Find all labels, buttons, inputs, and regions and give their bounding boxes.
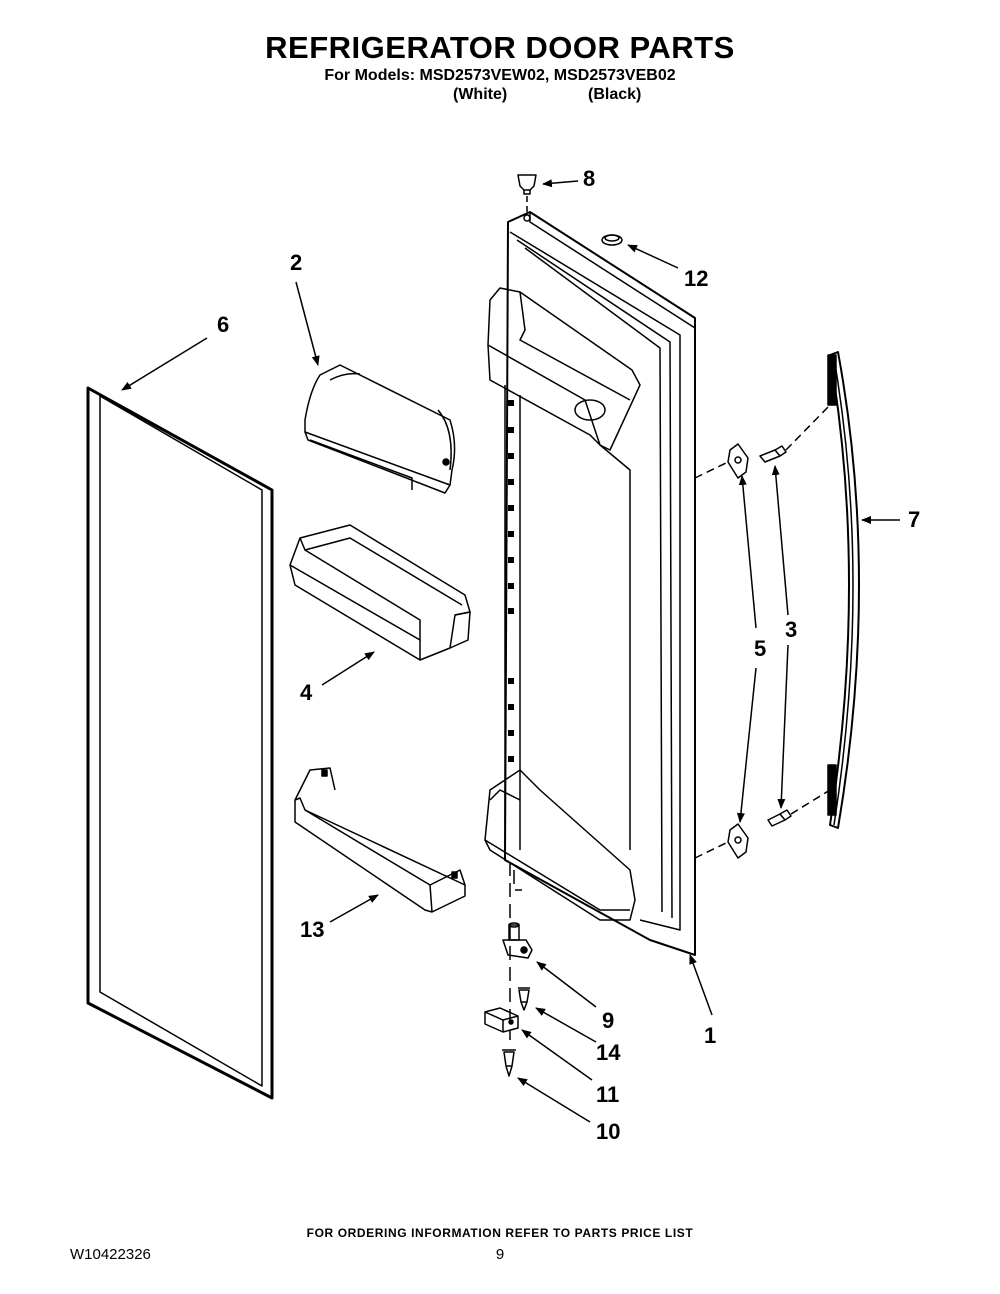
- callout-1: 1: [704, 1023, 716, 1048]
- callout-4: 4: [300, 680, 313, 705]
- hinge-assembly-axis: [509, 862, 522, 1040]
- door-shelf-part-13: [294, 767, 466, 913]
- callout-12: 12: [684, 266, 708, 291]
- page-title: REFRIGERATOR DOOR PARTS: [265, 30, 735, 65]
- screw-part-14: [518, 987, 530, 1011]
- leader-arrows: [121, 179, 900, 1123]
- callout-labels: 8 12 2 6 7 5 3 4 13 9 1 14 11 10: [217, 166, 920, 1144]
- callout-7: 7: [908, 507, 920, 532]
- hinge-block-part-11: [484, 1007, 519, 1033]
- callout-10: 10: [596, 1119, 620, 1144]
- door-bin-part-4: [289, 524, 471, 661]
- callout-13: 13: [300, 917, 324, 942]
- door-liner-part-1: [484, 211, 696, 956]
- callout-9: 9: [602, 1008, 614, 1033]
- handle-screw-part-3-lower: [767, 809, 792, 827]
- callout-5: 5: [754, 636, 766, 661]
- handle-clip-part-5-upper: [727, 443, 749, 479]
- dairy-door-part-2: [304, 364, 456, 494]
- callout-6: 6: [217, 312, 229, 337]
- document-number: W10422326: [70, 1246, 151, 1263]
- ordering-note: FOR ORDERING INFORMATION REFER TO PARTS …: [306, 1226, 694, 1240]
- handle-screw-part-3-upper: [759, 445, 787, 463]
- callout-8: 8: [583, 166, 595, 191]
- handle-alignment-lines: [694, 404, 831, 859]
- hinge-bushing-part-8: [517, 174, 537, 222]
- callout-14: 14: [596, 1040, 621, 1065]
- callout-11: 11: [596, 1082, 619, 1107]
- callout-3: 3: [785, 617, 797, 642]
- door-handle-part-7: [827, 351, 860, 829]
- callout-2: 2: [290, 250, 302, 275]
- door-gasket-part-6: [86, 386, 274, 1100]
- screw-part-10: [502, 1049, 516, 1077]
- handle-clip-part-5-lower: [727, 823, 749, 859]
- hinge-pin-part-9: [502, 922, 533, 959]
- model-numbers: For Models: MSD2573VEW02, MSD2573VEB02: [324, 67, 676, 84]
- shelf-supports: [508, 400, 514, 762]
- plug-part-12: [601, 234, 623, 246]
- variant-white-label: (White): [453, 86, 508, 103]
- variant-black-label: (Black): [588, 86, 642, 103]
- page-number: 9: [495, 1246, 505, 1263]
